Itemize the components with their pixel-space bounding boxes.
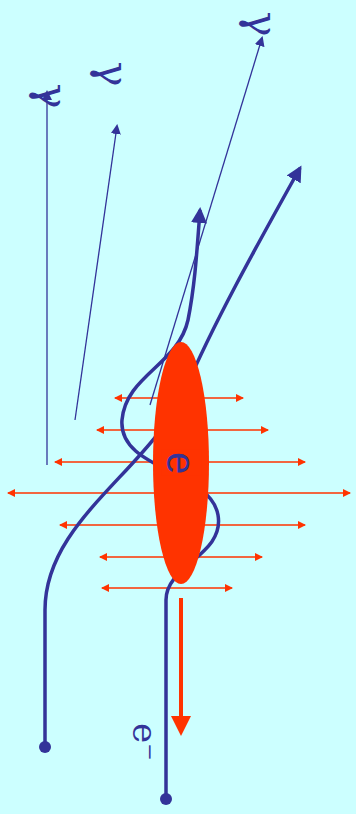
electron-dot [160, 793, 172, 805]
bunch-label: e [168, 443, 194, 483]
photon-lines [47, 38, 262, 465]
bunch-direction-head [171, 716, 191, 736]
electron-trajectories [45, 168, 300, 797]
photon-symbol: γ [249, 3, 274, 45]
electron-dot [39, 741, 51, 753]
photon-symbol: γ [39, 75, 64, 117]
bunch-ellipse: e [153, 342, 209, 584]
electron-label: e⁻ [126, 725, 164, 759]
photon-symbol: γ [100, 53, 125, 95]
bunch-direction [179, 598, 183, 718]
